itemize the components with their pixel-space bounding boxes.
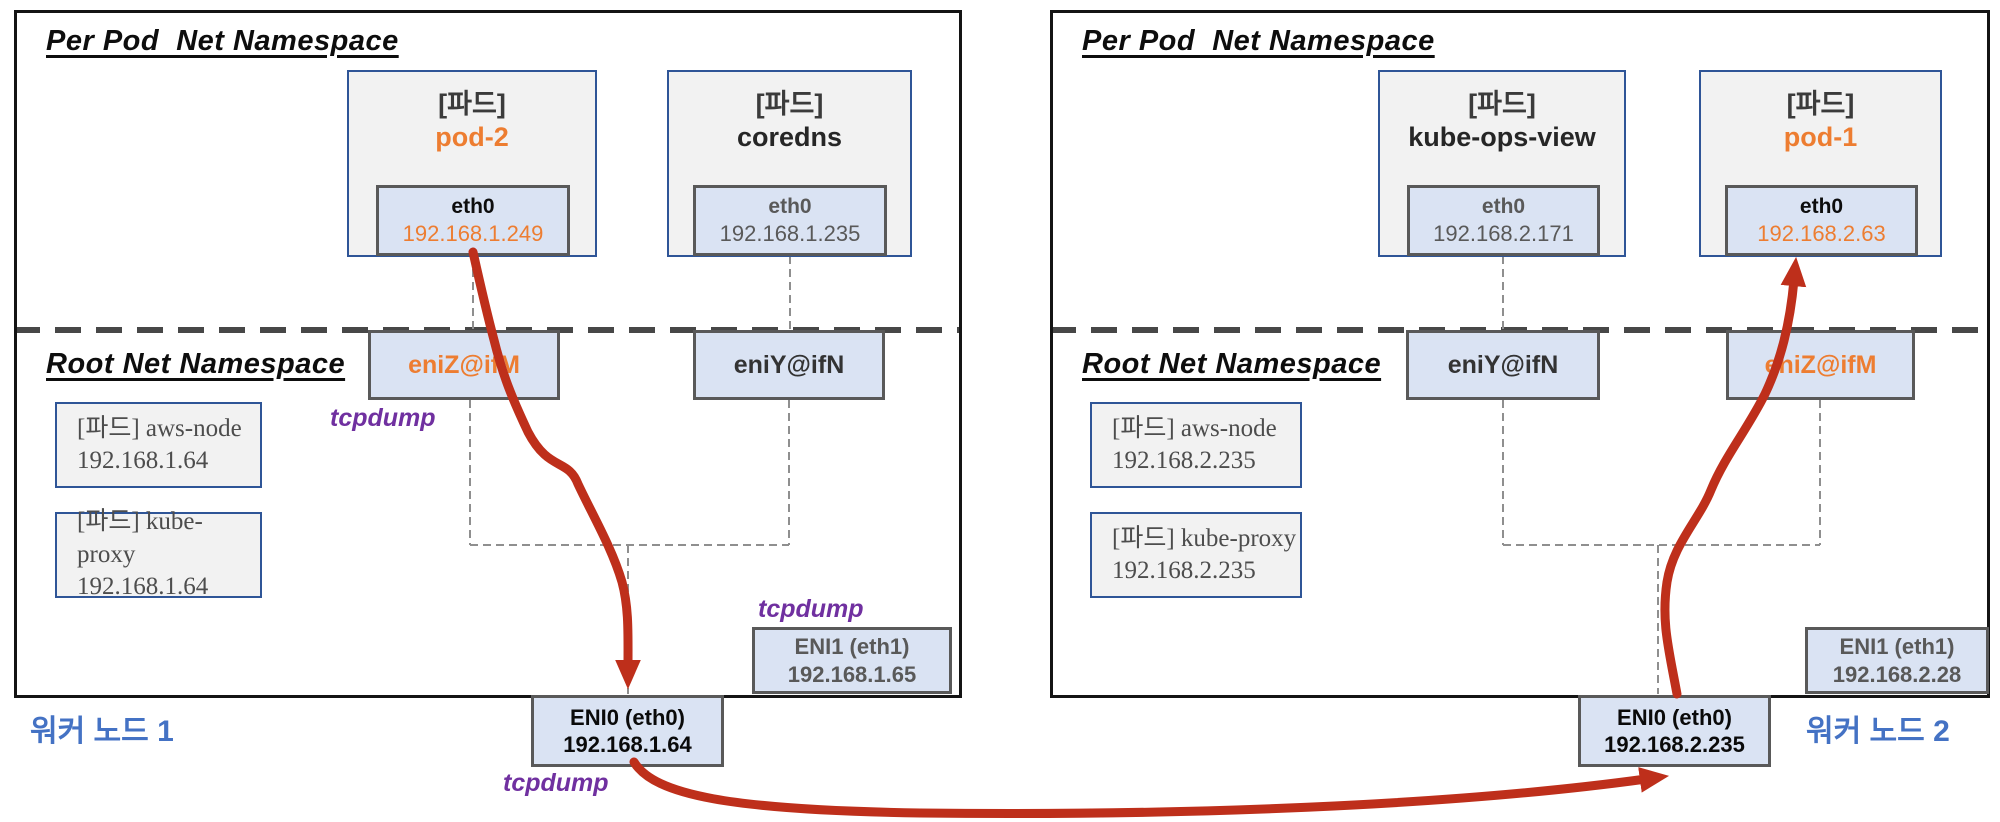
eni0-box-node1: ENI0 (eth0) 192.168.1.64 — [531, 695, 724, 767]
system-pod-name: [파드] kube-proxy — [77, 508, 203, 568]
system-pod-kube-proxy-node2: [파드] kube-proxy 192.168.2.235 — [1090, 512, 1302, 598]
system-pod-aws-node-node2: [파드] aws-node 192.168.2.235 — [1090, 402, 1302, 488]
iface-name: eth0 — [768, 194, 812, 218]
eni-label: ENI1 (eth1) — [794, 634, 910, 659]
system-pod-name: [파드] aws-node — [77, 414, 242, 442]
veth-box-eniZ-node1: eniZ@ifM — [368, 330, 560, 400]
pod-name: pod-2 — [435, 122, 509, 153]
iface-ip: 192.168.2.63 — [1757, 220, 1886, 246]
per-pod-ns-title-node2: Per Pod Net Namespace — [1082, 25, 1435, 57]
pod-tag: [파드] — [1786, 89, 1855, 119]
eni-label: ENI0 (eth0) — [1617, 704, 1732, 730]
worker-node-1-label: 워커 노드 1 — [30, 715, 174, 748]
tcpdump-label-eni1-node1: tcpdump — [758, 595, 864, 623]
system-pod-ip: 192.168.2.235 — [1112, 557, 1256, 584]
pod-name: coredns — [736, 122, 843, 153]
veth-box-eniY-node2: eniY@ifN — [1406, 330, 1600, 400]
root-ns-title-node1: Root Net Namespace — [46, 348, 346, 380]
system-pod-name: [파드] kube-proxy — [1112, 524, 1297, 552]
system-pod-name: [파드] aws-node — [1112, 414, 1277, 442]
per-pod-ns-title-node1: Per Pod Net Namespace — [46, 25, 399, 57]
eni-ip: 192.168.2.28 — [1832, 661, 1962, 687]
iface-ip: 192.168.2.171 — [1433, 220, 1574, 246]
eni1-box-node1: ENI1 (eth1) 192.168.1.65 — [752, 627, 952, 694]
system-pod-aws-node-node1: [파드] aws-node 192.168.1.64 — [55, 402, 262, 488]
eni-ip: 192.168.1.65 — [787, 661, 917, 687]
pod-tag: [파드] — [755, 89, 824, 119]
iface-name: eth0 — [1481, 194, 1526, 218]
pod-name: pod-1 — [1783, 122, 1858, 153]
eni1-box-node2: ENI1 (eth1) 192.168.2.28 — [1805, 627, 1989, 694]
system-pod-ip: 192.168.2.235 — [1112, 447, 1256, 474]
iface-ip: 192.168.1.235 — [719, 220, 861, 246]
tcpdump-label-veth-node1: tcpdump — [330, 404, 436, 432]
iface-name: eth0 — [451, 194, 495, 218]
eth0-box-coredns: eth0 192.168.1.235 — [693, 185, 887, 256]
worker-node-2-box — [1050, 10, 1990, 698]
eni-ip: 192.168.1.64 — [563, 732, 692, 757]
system-pod-ip: 192.168.1.64 — [77, 447, 209, 474]
pod-tag: [파드] — [1468, 89, 1536, 119]
eni-label: ENI0 (eth0) — [570, 704, 685, 730]
eni0-box-node2: ENI0 (eth0) 192.168.2.235 — [1578, 695, 1771, 767]
system-pod-kube-proxy-node1: [파드] kube-proxy 192.168.1.64 — [55, 508, 262, 600]
eth0-box-pod1: eth0 192.168.2.63 — [1725, 185, 1918, 256]
veth-box-eniY-node1: eniY@ifN — [693, 330, 885, 400]
iface-ip: 192.168.1.249 — [402, 220, 544, 246]
pod-tag: [파드] — [438, 89, 506, 119]
tcpdump-label-eni0-node1: tcpdump — [503, 769, 609, 797]
eth0-box-kube-ops-view: eth0 192.168.2.171 — [1407, 185, 1600, 256]
traffic-arrow-eni0-to-eni0 — [629, 757, 1670, 819]
pod-name: kube-ops-view — [1408, 122, 1596, 153]
iface-name: eth0 — [1799, 194, 1844, 218]
veth-box-eniZ-node2: eniZ@ifM — [1726, 330, 1915, 400]
system-pod-ip: 192.168.1.64 — [77, 573, 209, 601]
eni-label: ENI1 (eth1) — [1839, 634, 1955, 659]
eni-ip: 192.168.2.235 — [1604, 732, 1745, 757]
worker-node-2-label: 워커 노드 2 — [1806, 715, 1950, 748]
eth0-box-pod2: eth0 192.168.1.249 — [376, 185, 570, 256]
worker-node-1-box — [14, 10, 962, 698]
root-ns-title-node2: Root Net Namespace — [1082, 348, 1382, 380]
